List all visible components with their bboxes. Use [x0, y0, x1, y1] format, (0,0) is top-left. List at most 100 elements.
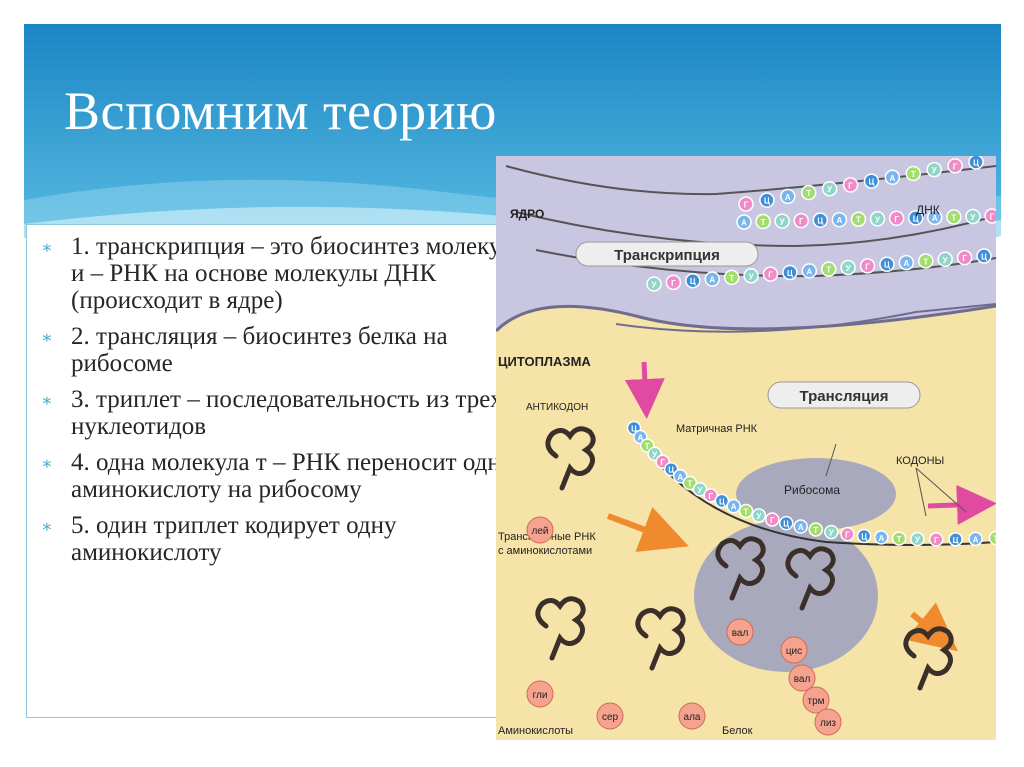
nucleotide [928, 532, 944, 547]
nucleotide [820, 261, 837, 277]
nucleotide [726, 498, 741, 514]
trna-shape [903, 626, 954, 691]
nucleotide-letter: Т [856, 216, 861, 225]
ribosome-large-subunit [736, 458, 896, 530]
nucleotide-letter: Т [826, 266, 831, 275]
nucleotide [801, 263, 818, 279]
nucleotide [808, 522, 824, 537]
nucleotide-letter: У [829, 529, 835, 538]
nucleotide-letter: Т [645, 442, 650, 451]
nucleotide-letter: А [889, 174, 895, 183]
nucleotide [842, 177, 859, 193]
nucleotide-letter: Г [848, 181, 853, 190]
slide: Вспомним теорию ∗1. транскрипция – это б… [24, 24, 1001, 744]
amino-acid [678, 702, 706, 730]
bullet-text: 1. транскрипция – это биосинтез молекул … [71, 233, 513, 314]
amino-acid-label: лей [532, 526, 549, 537]
nucleotide [738, 503, 754, 519]
nucleotide [898, 254, 915, 271]
nucleotide [879, 256, 895, 272]
amino-acid-label: лиз [820, 718, 836, 729]
nucleotide-letter: А [731, 503, 737, 512]
nucleotide-letter: Т [687, 480, 692, 489]
anticodon-label: АНТИКОДОН [526, 402, 588, 413]
bullet-marker: ∗ [41, 517, 53, 536]
nucleotide [778, 515, 794, 531]
bullet-marker: ∗ [41, 454, 53, 473]
amino-acid-label: вал [794, 674, 811, 685]
nucleotide-letter: А [836, 216, 842, 225]
bullet-item: ∗ 4. одна молекула т – РНК переносит одну… [41, 449, 521, 503]
trna-shape [545, 426, 596, 491]
nucleotide [714, 493, 730, 509]
nucleotide [874, 530, 889, 545]
bullet-text: 5. один триплет кодирует одну аминокисло… [71, 512, 397, 566]
bullet-list: ∗ 1. транскрипция – это биосинтез молекул… [41, 233, 521, 575]
nucleotide [738, 196, 754, 212]
dna-strand-bottom [515, 211, 996, 248]
bullet-text: 4. одна молекула т – РНК переносит одну … [71, 449, 514, 503]
mrna-nucleotides-cytoplasm: ЦАТУГЦАТУГЦАТУГЦАТУГЦАТУГЦАТ [626, 420, 996, 547]
nucleotide [840, 259, 856, 276]
transcription-label: Транскрипция [614, 247, 720, 264]
nucleotide-letter: Ц [869, 178, 875, 187]
nucleotide-letter: У [875, 215, 881, 224]
nucleotide [988, 530, 996, 546]
nucleotide [850, 211, 867, 227]
nucleotide-letter: А [677, 473, 683, 482]
nucleotide-letter: Т [806, 189, 811, 198]
nucleotide-letter: Т [813, 526, 818, 535]
nucleotide-letter: А [973, 535, 979, 544]
nucleotide [891, 531, 907, 546]
nucleotide [948, 532, 963, 547]
nucleotide-letter: А [637, 433, 643, 442]
nucleotide [905, 165, 922, 182]
nuclear-membrane-inner [615, 303, 996, 333]
nucleotide [926, 161, 942, 178]
nucleotide [976, 248, 992, 264]
mrna-label: Матричная РНК [676, 423, 758, 435]
amino-acid [780, 636, 808, 664]
nucleotide-letter: Ц [668, 466, 674, 475]
nucleotide [692, 482, 708, 497]
nucleotide-letter: Г [845, 531, 850, 540]
nucleotide [888, 210, 905, 227]
ribosome-label: Рибосома [784, 483, 840, 497]
nucleotide [793, 212, 809, 229]
nucleotide-letter: Г [962, 254, 967, 263]
codon-pointer-lines [825, 443, 967, 517]
nucleotide-letter: Ц [817, 217, 823, 226]
amino-acid-label: цис [786, 646, 802, 657]
nucleotide-letter: Ц [913, 214, 919, 223]
nucleotide [856, 528, 872, 544]
nucleotide-letter: А [878, 534, 884, 543]
nucleotide-letter: Ц [981, 253, 987, 262]
trna-arrow [606, 506, 689, 552]
nucleotide-letter: У [915, 536, 921, 545]
bullet-item: ∗1. транскрипция – это биосинтез молекул… [41, 233, 521, 314]
nucleotide-letter: Т [897, 535, 902, 544]
translation-label: Трансляция [800, 388, 889, 405]
nucleotide-letter: Ц [690, 277, 696, 286]
nucleotide-letter: У [652, 281, 658, 290]
nucleotide [869, 211, 886, 227]
nucleotide [759, 192, 775, 208]
nucleotide [736, 214, 752, 230]
nucleotide-letter: Т [761, 218, 766, 227]
bullet-marker: ∗ [41, 391, 53, 410]
bullet-list-box: ∗ 1. транскрипция – это биосинтез молекул… [26, 224, 528, 718]
nucleotide [821, 180, 838, 197]
nucleotide-letter: Г [934, 536, 939, 545]
nucleotide-letter: А [903, 259, 909, 268]
nucleotide [968, 156, 984, 170]
nucleotide-letter: Г [744, 201, 749, 210]
dna-strand-top [505, 165, 996, 196]
amino-acid [526, 516, 554, 544]
nucleotide-letter: У [846, 264, 852, 273]
nucleotide-letter: У [749, 272, 755, 281]
trna-label-line2: с аминокислотами [498, 545, 592, 557]
nucleotide [782, 264, 798, 281]
nucleus-label: ЯДРО [510, 207, 544, 221]
nucleotide-letter: Ц [631, 425, 637, 434]
amino-acid-label: вал [732, 628, 749, 639]
